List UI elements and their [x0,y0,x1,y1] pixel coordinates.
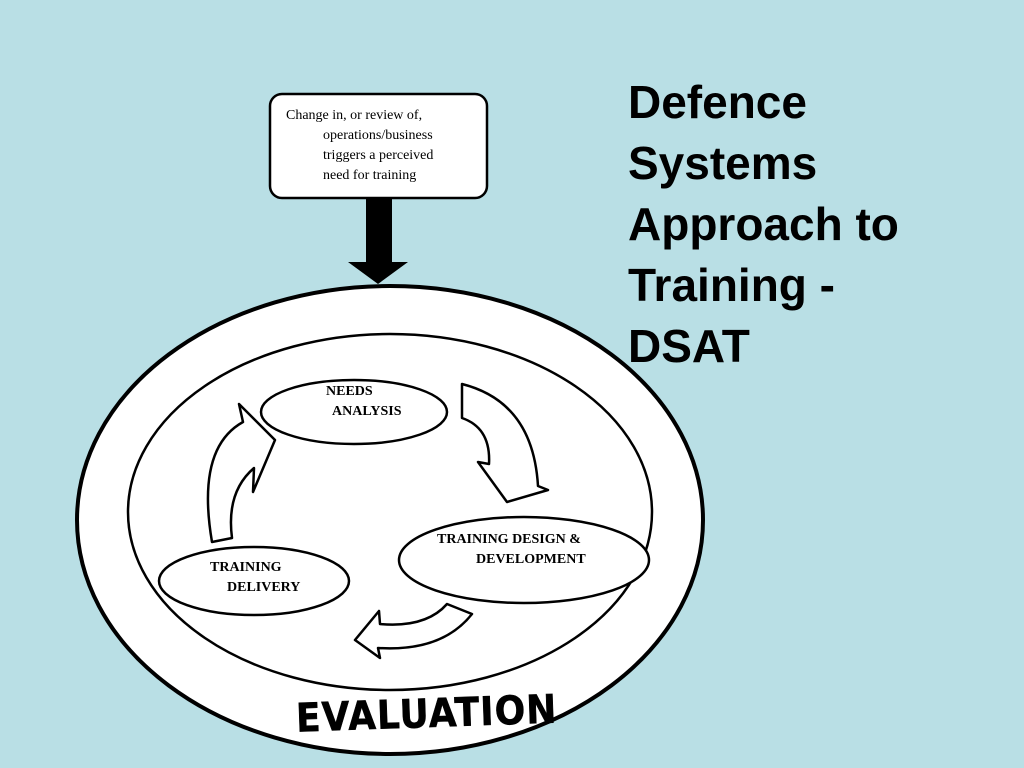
title-line: Defence [628,76,807,128]
trigger-line: need for training [323,168,417,183]
trigger-line: operations/business [323,128,433,143]
design-development-ellipse [397,515,651,605]
down-arrow [348,198,408,284]
design-development-label: TRAINING DESIGN & DEVELOPMENT [437,530,586,570]
title-line: Approach to [628,198,899,250]
delivery-line: DELIVERY [227,580,301,595]
slide-title: Defence Systems Approach to Training - D… [628,72,1008,377]
needs-analysis-line: NEEDS [326,384,373,399]
needs-analysis-line: ANALYSIS [332,404,402,419]
delivery-label: TRAINING DELIVERY [210,558,300,598]
delivery-line: TRAINING [210,560,282,575]
title-line: Training - [628,259,835,311]
trigger-line: triggers a perceived [323,148,434,163]
curved-arrow-delivery-to-needs [206,402,277,544]
title-line: Systems [628,137,818,189]
design-development-line: TRAINING DESIGN & [437,532,581,547]
evaluation-label: EVALUATION [295,687,559,742]
title-line: DSAT [628,320,750,372]
needs-analysis-label: NEEDS ANALYSIS [326,382,402,422]
needs-analysis-ellipse [259,378,449,446]
delivery-ellipse [157,545,351,617]
trigger-line: Change in, or review of, [286,108,423,123]
trigger-text: Change in, or review of, operations/busi… [286,106,433,186]
curved-arrow-design-to-delivery [353,602,474,660]
curved-arrow-needs-to-design [460,382,550,504]
design-development-line: DEVELOPMENT [476,552,586,567]
